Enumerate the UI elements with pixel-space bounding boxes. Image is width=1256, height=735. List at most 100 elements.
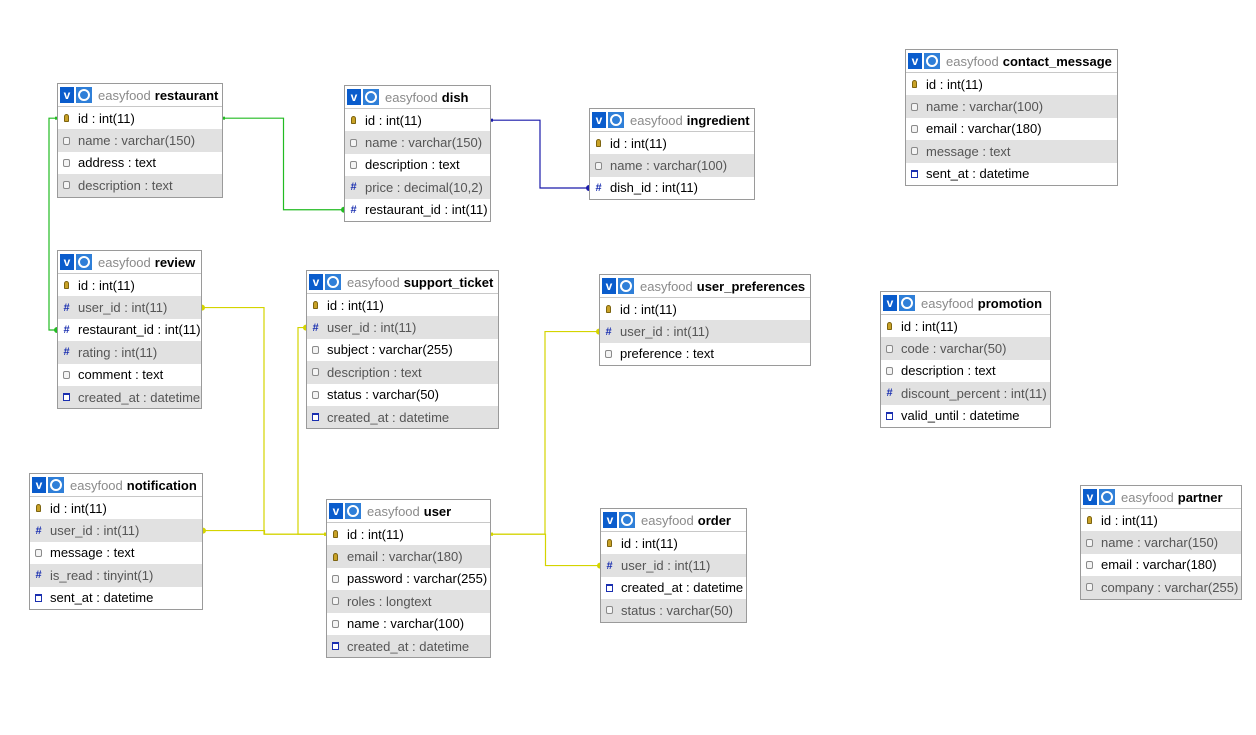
table-options-gear-icon[interactable] bbox=[363, 89, 379, 105]
column-row[interactable]: created_at : datetime bbox=[327, 634, 490, 658]
column-row[interactable]: name : varchar(100) bbox=[590, 154, 754, 177]
column-row[interactable]: #rating : int(11) bbox=[58, 341, 201, 364]
column-row[interactable]: id : int(11) bbox=[1081, 509, 1241, 531]
column-row[interactable]: id : int(11) bbox=[600, 298, 810, 320]
column-row[interactable]: id : int(11) bbox=[58, 107, 222, 129]
table-options-gear-icon[interactable] bbox=[619, 512, 635, 528]
table-options-gear-icon[interactable] bbox=[608, 112, 624, 128]
column-row[interactable]: id : int(11) bbox=[30, 497, 202, 519]
column-row[interactable]: sent_at : datetime bbox=[30, 587, 202, 609]
toggle-columns-button[interactable]: v bbox=[603, 512, 617, 528]
column-row[interactable]: #dish_id : int(11) bbox=[590, 177, 754, 199]
table-options-gear-icon[interactable] bbox=[899, 295, 915, 311]
table-options-gear-icon[interactable] bbox=[618, 278, 634, 294]
column-row[interactable]: #discount_percent : int(11) bbox=[881, 382, 1050, 405]
column-row[interactable]: description : text bbox=[307, 361, 498, 384]
toggle-columns-button[interactable]: v bbox=[602, 278, 616, 294]
column-row[interactable]: created_at : datetime bbox=[601, 577, 746, 599]
column-row[interactable]: description : text bbox=[345, 154, 490, 176]
column-row[interactable]: id : int(11) bbox=[345, 109, 490, 131]
column-row[interactable]: id : int(11) bbox=[601, 532, 746, 554]
column-row[interactable]: #user_id : int(11) bbox=[600, 320, 810, 343]
column-row[interactable]: name : varchar(100) bbox=[906, 95, 1117, 118]
column-row[interactable]: sent_at : datetime bbox=[906, 163, 1117, 185]
toggle-columns-button[interactable]: v bbox=[60, 254, 74, 270]
column-row[interactable]: code : varchar(50) bbox=[881, 337, 1050, 360]
column-row[interactable]: description : text bbox=[58, 174, 222, 197]
column-row[interactable]: name : varchar(100) bbox=[327, 613, 490, 635]
column-row[interactable]: #user_id : int(11) bbox=[30, 519, 202, 542]
column-row[interactable]: message : text bbox=[30, 542, 202, 564]
column-row[interactable]: roles : longtext bbox=[327, 590, 490, 613]
toggle-columns-button[interactable]: v bbox=[883, 295, 897, 311]
toggle-columns-button[interactable]: v bbox=[908, 53, 922, 69]
column-row[interactable]: preference : text bbox=[600, 343, 810, 365]
toggle-columns-button[interactable]: v bbox=[329, 503, 343, 519]
toggle-columns-button[interactable]: v bbox=[347, 89, 361, 105]
column-row[interactable]: status : varchar(50) bbox=[307, 384, 498, 406]
column-row[interactable]: comment : text bbox=[58, 364, 201, 386]
column-row[interactable]: #is_read : tinyint(1) bbox=[30, 564, 202, 587]
toggle-columns-button[interactable]: v bbox=[60, 87, 74, 103]
column-row[interactable]: email : varchar(180) bbox=[1081, 554, 1241, 576]
column-row[interactable]: id : int(11) bbox=[58, 274, 201, 296]
column-row[interactable]: id : int(11) bbox=[906, 73, 1117, 95]
column-row[interactable]: #user_id : int(11) bbox=[58, 296, 201, 319]
toggle-columns-button[interactable]: v bbox=[592, 112, 606, 128]
table-options-gear-icon[interactable] bbox=[345, 503, 361, 519]
table-options-gear-icon[interactable] bbox=[76, 254, 92, 270]
toggle-columns-button[interactable]: v bbox=[1083, 489, 1097, 505]
column-row[interactable]: #restaurant_id : int(11) bbox=[58, 319, 201, 341]
table-options-gear-icon[interactable] bbox=[48, 477, 64, 493]
table-options-gear-icon[interactable] bbox=[76, 87, 92, 103]
column-row[interactable]: status : varchar(50) bbox=[601, 599, 746, 622]
column-row[interactable]: #price : decimal(10,2) bbox=[345, 176, 490, 199]
column-row[interactable]: description : text bbox=[881, 360, 1050, 382]
column-row[interactable]: id : int(11) bbox=[590, 132, 754, 154]
toggle-columns-button[interactable]: v bbox=[32, 477, 46, 493]
column-row[interactable]: subject : varchar(255) bbox=[307, 339, 498, 361]
column-row[interactable]: #user_id : int(11) bbox=[601, 554, 746, 577]
column-row[interactable]: #user_id : int(11) bbox=[307, 316, 498, 339]
column-row[interactable]: email : varchar(180) bbox=[906, 118, 1117, 140]
column-row[interactable]: id : int(11) bbox=[327, 523, 490, 545]
column-row[interactable]: id : int(11) bbox=[307, 294, 498, 316]
table-options-gear-icon[interactable] bbox=[1099, 489, 1115, 505]
column-row[interactable]: address : text bbox=[58, 152, 222, 174]
column-row[interactable]: created_at : datetime bbox=[58, 385, 201, 409]
table-options-gear-icon[interactable] bbox=[924, 53, 940, 69]
toggle-columns-button[interactable]: v bbox=[309, 274, 323, 290]
column-row[interactable]: name : varchar(150) bbox=[58, 129, 222, 152]
column-row[interactable]: #restaurant_id : int(11) bbox=[345, 199, 490, 221]
column-row[interactable]: email : varchar(180) bbox=[327, 545, 490, 568]
column-row[interactable]: name : varchar(150) bbox=[345, 131, 490, 154]
column-row[interactable]: name : varchar(150) bbox=[1081, 531, 1241, 554]
column-row[interactable]: valid_until : datetime bbox=[881, 405, 1050, 427]
column-row[interactable]: id : int(11) bbox=[881, 315, 1050, 337]
column-row[interactable]: created_at : datetime bbox=[307, 405, 498, 429]
